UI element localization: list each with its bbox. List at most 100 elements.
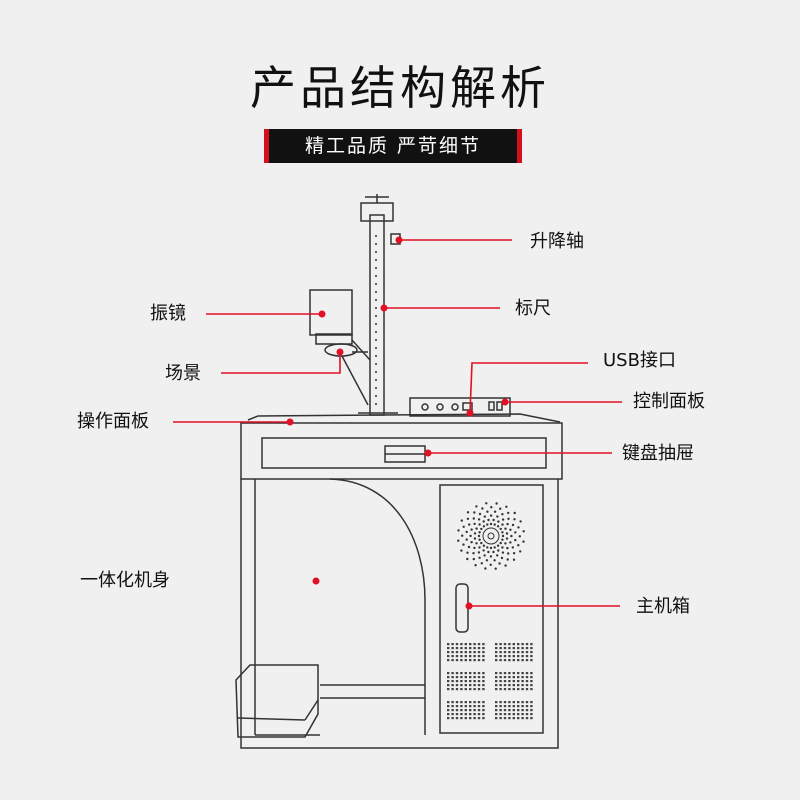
vent-hole — [469, 709, 472, 712]
vent-hole — [495, 672, 498, 675]
vent-hole — [530, 705, 533, 708]
fan-dot — [489, 555, 493, 558]
vent-hole — [521, 672, 524, 675]
fan-dot — [511, 546, 514, 549]
cooling-fan — [482, 527, 500, 545]
vent-hole — [495, 717, 498, 720]
fan-dot — [468, 523, 471, 526]
fan-dot — [518, 535, 521, 538]
vent-hole — [447, 676, 450, 679]
vent-hole — [451, 676, 454, 679]
label-scale: 标尺 — [515, 298, 551, 319]
vent-hole — [508, 676, 511, 679]
vent-hole — [455, 672, 459, 675]
vent-hole — [517, 684, 520, 687]
vent-hole — [499, 705, 502, 708]
vent-hole — [464, 651, 467, 654]
fan-dot — [481, 507, 484, 510]
vent-hole — [447, 643, 450, 646]
fan-dot — [501, 546, 504, 549]
vent-hole — [473, 684, 476, 687]
vent-hole — [482, 672, 485, 675]
fan-dot — [478, 523, 481, 526]
vent-hole — [521, 717, 524, 720]
fan-dot — [492, 550, 495, 554]
fan-dot — [501, 518, 505, 521]
fan-dot — [478, 512, 482, 516]
vent-hole — [525, 680, 529, 683]
fan-dot — [500, 556, 504, 560]
vent-hole — [525, 651, 529, 654]
vent-hole — [495, 701, 498, 704]
vent-hole — [469, 717, 472, 720]
vent-hole — [447, 701, 450, 704]
vent-hole — [447, 717, 450, 720]
fan-dot — [480, 527, 483, 531]
fan-dot — [496, 525, 500, 528]
vent-hole — [530, 676, 533, 679]
label-body: 一体化机身 — [80, 570, 170, 591]
vent-hole — [495, 688, 498, 691]
vent-hole — [525, 655, 529, 658]
subtitle-banner: 精工品质 严苛细节 — [264, 129, 522, 163]
fan-dot — [487, 518, 490, 522]
fan-dot — [504, 564, 507, 567]
foot-pedal — [235, 664, 319, 738]
control-box — [409, 397, 511, 417]
fan-dot — [490, 506, 493, 509]
vent-hole — [499, 676, 502, 679]
vent-hole — [530, 713, 533, 716]
vent-hole — [451, 643, 454, 646]
vent-hole — [469, 643, 472, 646]
fan-dot — [473, 522, 476, 526]
fan-dot — [510, 534, 513, 538]
vent-hole — [477, 713, 481, 716]
vent-hole — [499, 647, 502, 650]
vent-hole — [508, 647, 511, 650]
fan-dot — [492, 518, 495, 522]
vent-hole — [477, 705, 481, 708]
vent-hole — [525, 672, 529, 675]
vent-hole — [460, 688, 463, 691]
vent-hole — [499, 651, 502, 654]
vent-hole — [447, 655, 450, 658]
vent-hole — [451, 651, 454, 654]
fan-dot — [507, 517, 510, 520]
vent-hole — [455, 717, 459, 720]
vent-hole — [512, 672, 515, 675]
vent-hole — [477, 680, 481, 683]
vent-hole — [525, 709, 529, 712]
lift-column — [358, 194, 401, 416]
vent-hole — [530, 688, 533, 691]
label-usb: USB接口 — [603, 350, 676, 371]
fan-dot — [457, 539, 460, 542]
fan-dot — [467, 545, 471, 549]
vent-hole — [460, 659, 463, 662]
fan-dot — [477, 534, 481, 538]
vent-hole — [482, 655, 485, 658]
vent-hole — [464, 684, 467, 687]
vent-hole — [499, 709, 502, 712]
fan-dot — [501, 531, 504, 534]
vent-hole — [499, 643, 502, 646]
vent-hole — [464, 688, 467, 691]
vent-hole — [525, 705, 529, 708]
vent-hole — [503, 680, 507, 683]
vent-hole — [503, 709, 507, 712]
vent-hole — [451, 688, 454, 691]
fan-dot — [497, 520, 500, 523]
vent-hole — [512, 705, 515, 708]
vent-hole — [477, 651, 481, 654]
vent-hole — [503, 643, 507, 646]
vent-hole — [512, 651, 515, 654]
fan-dot — [489, 563, 492, 566]
vent-hole — [495, 676, 498, 679]
fan-dot — [489, 514, 493, 517]
fan-dot — [489, 546, 493, 550]
vent-hole — [530, 643, 533, 646]
vent-hole — [521, 647, 524, 650]
fan-dot — [482, 544, 486, 547]
accent-bar-right — [517, 129, 522, 163]
vent-hole — [447, 709, 450, 712]
fan-dot — [501, 523, 504, 526]
